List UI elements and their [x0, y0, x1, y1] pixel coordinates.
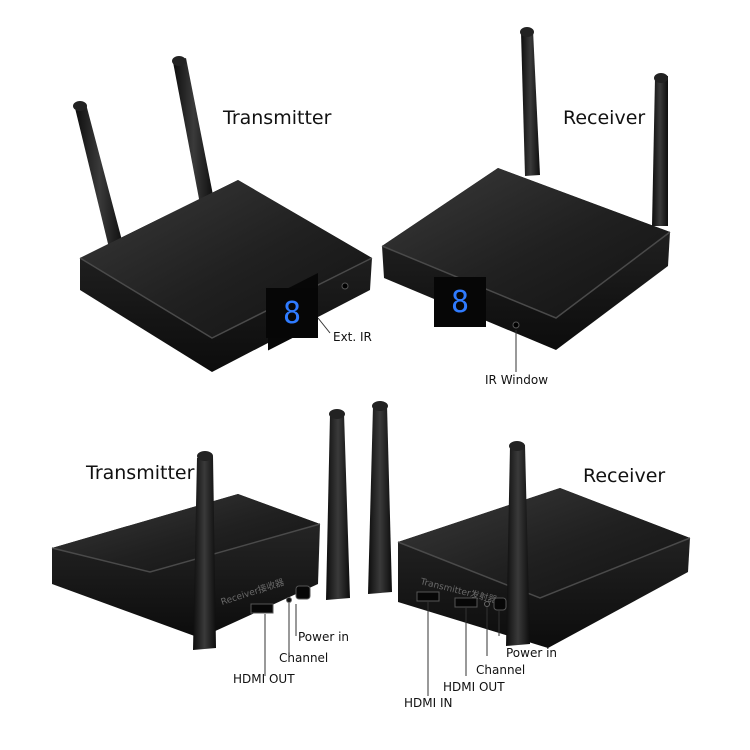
channel-display: 8 — [451, 285, 469, 320]
ext-ir-label: Ext. IR — [333, 330, 372, 344]
hdmi-in-label: HDMI IN — [404, 696, 453, 710]
device-transmitter-rear: Receiver接收器 — [51, 409, 350, 650]
receiver-title: Receiver — [563, 107, 646, 129]
antenna-icon — [193, 451, 216, 650]
antenna-icon — [506, 441, 530, 646]
channel-display: 8 — [283, 296, 301, 331]
antenna-icon — [652, 73, 668, 226]
device-receiver-front: 8 — [381, 27, 671, 350]
transmitter-title: Transmitter — [86, 462, 195, 484]
hdmi-in-port-icon — [416, 591, 440, 602]
antenna-icon — [326, 409, 350, 600]
transmitter-title: Transmitter — [223, 107, 332, 129]
device-transmitter-front: 8 — [73, 56, 373, 372]
antenna-icon — [368, 401, 392, 594]
power-in-label: Power in — [298, 630, 350, 644]
hdmi-out-port-icon — [250, 603, 274, 614]
antenna-icon — [520, 27, 540, 176]
antenna-icon — [172, 56, 214, 204]
channel-button-icon — [286, 597, 292, 603]
hdmi-out-label: HDMI OUT — [443, 680, 505, 694]
receiver-title: Receiver — [583, 465, 666, 487]
channel-label: Channel — [279, 651, 329, 665]
power-in-label: Power in — [506, 646, 558, 660]
channel-button-icon — [484, 601, 490, 607]
channel-label: Channel — [476, 663, 526, 677]
ir-window-label: IR Window — [485, 373, 549, 387]
hdmi-out-label: HDMI OUT — [233, 672, 295, 686]
device-receiver-rear: Transmitter发射器 — [368, 401, 691, 648]
ir-window-icon — [512, 321, 520, 329]
power-port-icon — [295, 585, 311, 600]
hdmi-out-port-icon — [454, 597, 478, 608]
power-port-icon — [493, 597, 507, 611]
ir-port-icon — [341, 282, 349, 290]
antenna-icon — [73, 101, 124, 252]
